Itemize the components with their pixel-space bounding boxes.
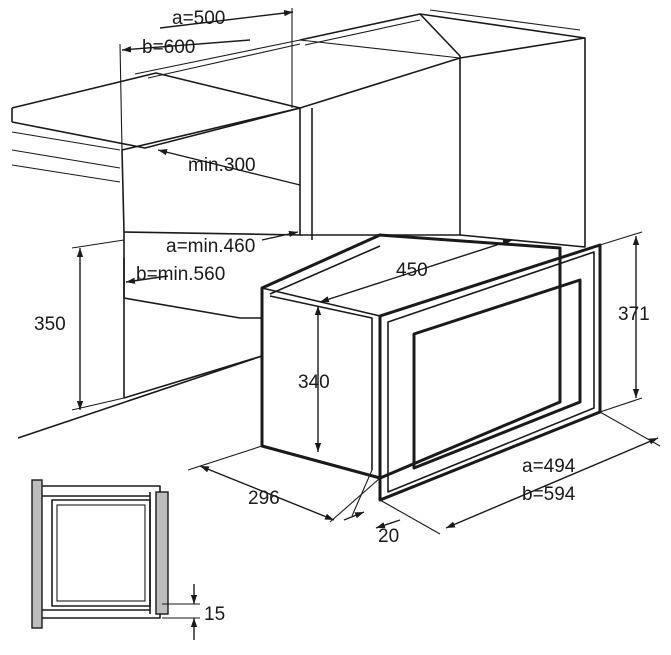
dim-niche-depth: [125, 230, 299, 284]
niche-cabinet: [17, 232, 263, 439]
dim-front-height: [599, 231, 643, 413]
label-front-offset: 20: [378, 526, 399, 547]
label-cabinet-depth-b: b=600: [142, 37, 195, 58]
label-niche-depth-b: b=min.560: [136, 264, 225, 285]
dim-front-width: [379, 411, 661, 535]
counter-back-lines: [11, 131, 121, 183]
side-section-detail: [31, 479, 200, 640]
label-niche-height: 350: [34, 314, 66, 335]
dim-niche-height: [71, 239, 125, 411]
dim-oven-width: [187, 445, 381, 523]
label-oven-width: 296: [248, 488, 280, 509]
upper-cabinet-right: [311, 9, 586, 248]
label-oven-height: 340: [298, 372, 330, 393]
label-front-width-a: a=494: [522, 456, 576, 477]
upper-cabinet-middle: [299, 13, 461, 236]
label-cabinet-depth-a: a=500: [172, 8, 225, 29]
label-upper-opening-depth: min.300: [188, 155, 256, 176]
dim-front-offset: [343, 469, 401, 529]
label-front-width-b: b=594: [522, 484, 576, 505]
label-front-height: 371: [618, 304, 650, 325]
upper-cabinet-left: [11, 39, 461, 236]
label-oven-depth: 450: [396, 260, 428, 281]
dim-upper-opening: [157, 149, 301, 186]
label-niche-depth-a: a=min.460: [166, 236, 255, 257]
dim-oven-depth: [319, 239, 513, 303]
dim-cabinet-depth: [119, 8, 294, 151]
label-frame-offset: 15: [204, 604, 225, 625]
